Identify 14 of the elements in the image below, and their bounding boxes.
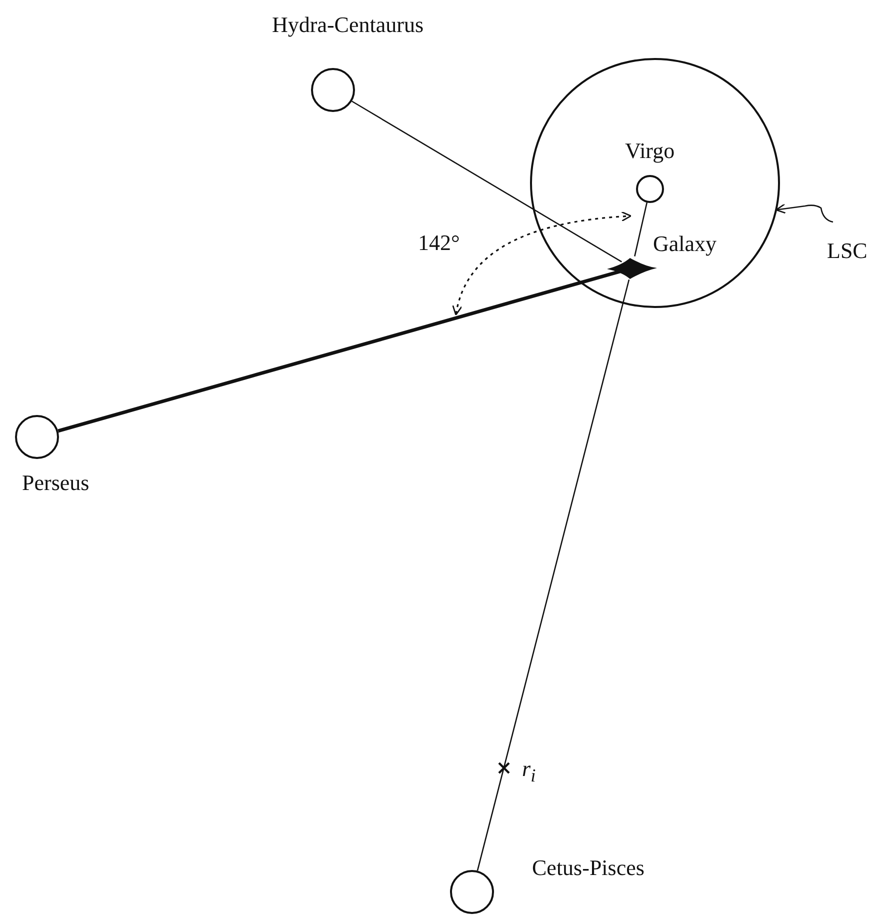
- point-label: r$_{i}$: [522, 758, 536, 785]
- connector-line: [476, 279, 630, 871]
- leader-line: [776, 204, 834, 223]
- cluster-circle: [530, 58, 780, 308]
- connector-line: [58, 270, 621, 433]
- cluster-label: Virgo: [625, 140, 675, 162]
- cluster-label: Galaxy: [653, 233, 717, 255]
- connector-line: [634, 202, 648, 256]
- connector-line: [352, 100, 622, 262]
- cluster-label: Perseus: [22, 472, 90, 494]
- cluster-label: Hydra-Centaurus: [272, 14, 424, 36]
- cluster-label: Cetus-Pisces: [532, 857, 644, 879]
- callout-label: LSC: [827, 240, 868, 262]
- angle-label: 142°: [418, 232, 460, 254]
